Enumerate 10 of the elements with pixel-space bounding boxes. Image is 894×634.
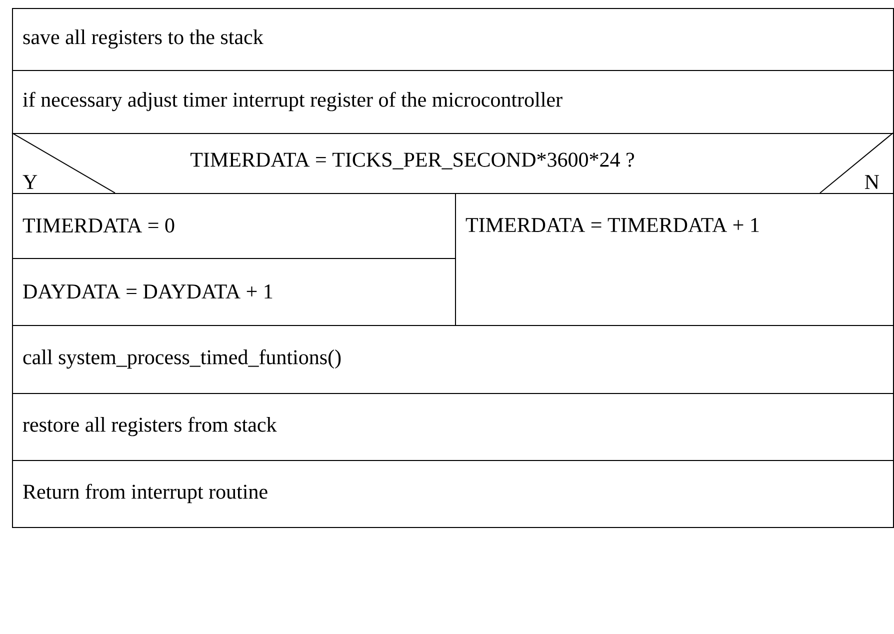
process-box: TIMERDATA = 0 (12, 193, 456, 259)
process-box: call system_process_timed_funtions() (12, 324, 894, 394)
branch-label: N (864, 175, 880, 189)
process-box: save all registers to the stack (12, 8, 894, 71)
process-box: TIMERDATA = TIMERDATA + 1 (455, 193, 894, 326)
branch-label: Y (22, 175, 38, 189)
process-box: Return from interrupt routine (12, 460, 894, 528)
process-box: DAYDATA = DAYDATA + 1 (12, 258, 456, 326)
process-box: if necessary adjust timer interrupt register of the microcontroller (12, 70, 894, 134)
process-box: restore all registers from stack (12, 393, 894, 461)
